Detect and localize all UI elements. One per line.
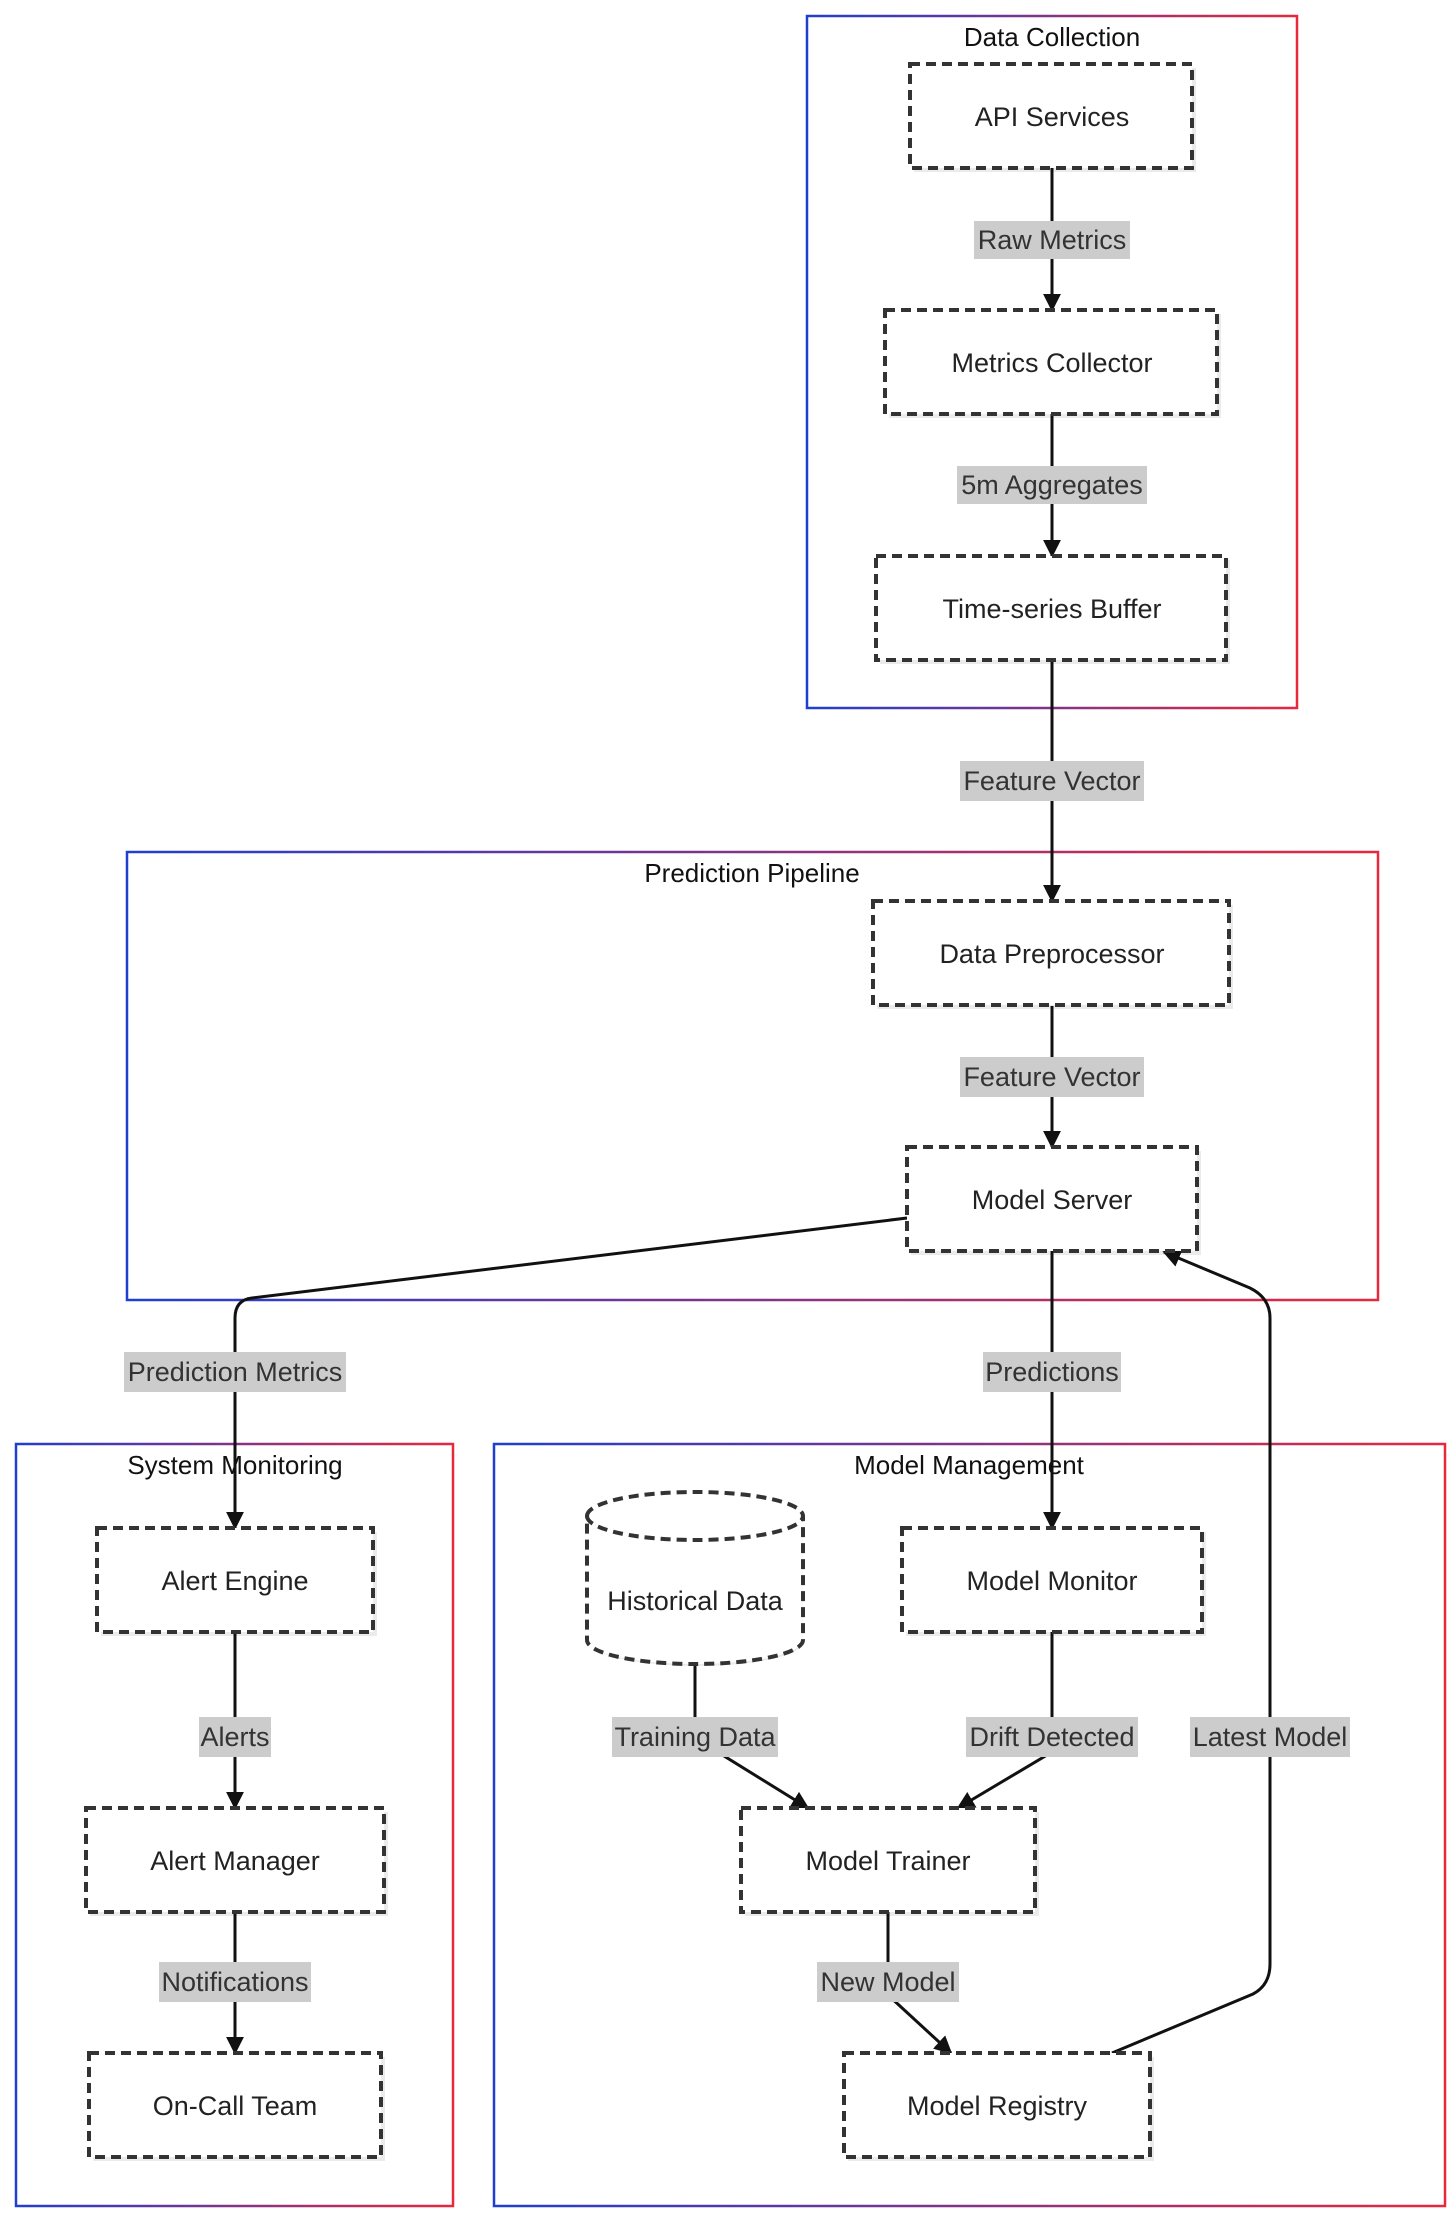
node-historical-data[interactable]: Historical Data	[585, 1490, 805, 1666]
edge-latest-model	[1111, 1249, 1272, 2055]
node-label-timeseries-buffer: Time-series Buffer	[942, 594, 1161, 624]
node-data-preprocessor[interactable]: Data Preprocessor	[871, 899, 1233, 1009]
edge-label-drift-detected: Drift Detected	[966, 1717, 1138, 1757]
node-label-model-monitor: Model Monitor	[966, 1566, 1137, 1596]
svg-text:Training Data: Training Data	[614, 1722, 776, 1752]
node-label-alert-engine: Alert Engine	[161, 1566, 308, 1596]
node-model-monitor[interactable]: Model Monitor	[900, 1526, 1206, 1636]
node-model-registry[interactable]: Model Registry	[842, 2051, 1154, 2161]
svg-text:Feature Vector: Feature Vector	[963, 766, 1140, 796]
svg-text:Latest Model: Latest Model	[1193, 1722, 1348, 1752]
node-label-model-server: Model Server	[972, 1185, 1133, 1215]
svg-text:Prediction Metrics: Prediction Metrics	[128, 1357, 343, 1387]
edge-label-5m-aggregates: 5m Aggregates	[957, 466, 1147, 504]
edge-label-new-model: New Model	[817, 1962, 959, 2002]
edge-label-prediction-metrics: Prediction Metrics	[124, 1352, 346, 1392]
edge-prediction-metrics	[226, 1216, 908, 1530]
nodes: API Services Metrics Collector Time-seri…	[84, 62, 1233, 2161]
node-label-model-registry: Model Registry	[907, 2091, 1088, 2121]
node-alert-manager[interactable]: Alert Manager	[84, 1806, 388, 1916]
svg-text:Predictions: Predictions	[985, 1357, 1119, 1387]
edge-label-notifications: Notifications	[159, 1962, 311, 2002]
edge-label-latest-model: Latest Model	[1190, 1717, 1350, 1757]
node-label-oncall-team: On-Call Team	[153, 2091, 318, 2121]
cluster-prediction-pipeline: Prediction Pipeline	[125, 850, 1380, 1302]
node-label-model-trainer: Model Trainer	[805, 1846, 970, 1876]
node-label-api-services: API Services	[975, 102, 1130, 132]
node-oncall-team[interactable]: On-Call Team	[87, 2051, 385, 2161]
svg-text:5m Aggregates: 5m Aggregates	[961, 470, 1143, 500]
edge-label-feature-vector-1: Feature Vector	[960, 761, 1144, 801]
node-alert-engine[interactable]: Alert Engine	[95, 1526, 377, 1636]
svg-text:Notifications: Notifications	[161, 1967, 308, 1997]
svg-text:Drift Detected: Drift Detected	[969, 1722, 1134, 1752]
edge-label-training-data: Training Data	[612, 1717, 778, 1757]
edge-label-feature-vector-2: Feature Vector	[960, 1057, 1144, 1097]
node-model-server[interactable]: Model Server	[905, 1145, 1201, 1255]
svg-text:Feature Vector: Feature Vector	[963, 1062, 1140, 1092]
svg-text:New Model: New Model	[820, 1967, 955, 1997]
svg-text:Alerts: Alerts	[200, 1722, 269, 1752]
cluster-title-prediction-pipeline: Prediction Pipeline	[644, 858, 859, 888]
edge-label-alerts: Alerts	[199, 1717, 271, 1757]
edge-labels: Raw Metrics 5m Aggregates Feature Vector…	[124, 221, 1350, 2002]
cluster-model-management: Model Management	[492, 1442, 1447, 2208]
edge-label-predictions: Predictions	[983, 1352, 1121, 1392]
edges	[226, 168, 1272, 2055]
node-label-metrics-collector: Metrics Collector	[951, 348, 1152, 378]
node-label-alert-manager: Alert Manager	[150, 1846, 320, 1876]
cluster-title-model-management: Model Management	[854, 1450, 1085, 1480]
node-api-services[interactable]: API Services	[908, 62, 1196, 172]
node-model-trainer[interactable]: Model Trainer	[739, 1806, 1039, 1916]
node-label-data-preprocessor: Data Preprocessor	[939, 939, 1164, 969]
svg-text:Raw Metrics: Raw Metrics	[978, 225, 1127, 255]
cluster-title-data-collection: Data Collection	[964, 22, 1140, 52]
node-timeseries-buffer[interactable]: Time-series Buffer	[874, 554, 1230, 664]
node-label-historical-data: Historical Data	[607, 1586, 784, 1616]
edge-label-raw-metrics: Raw Metrics	[974, 221, 1130, 259]
node-metrics-collector[interactable]: Metrics Collector	[883, 308, 1221, 418]
